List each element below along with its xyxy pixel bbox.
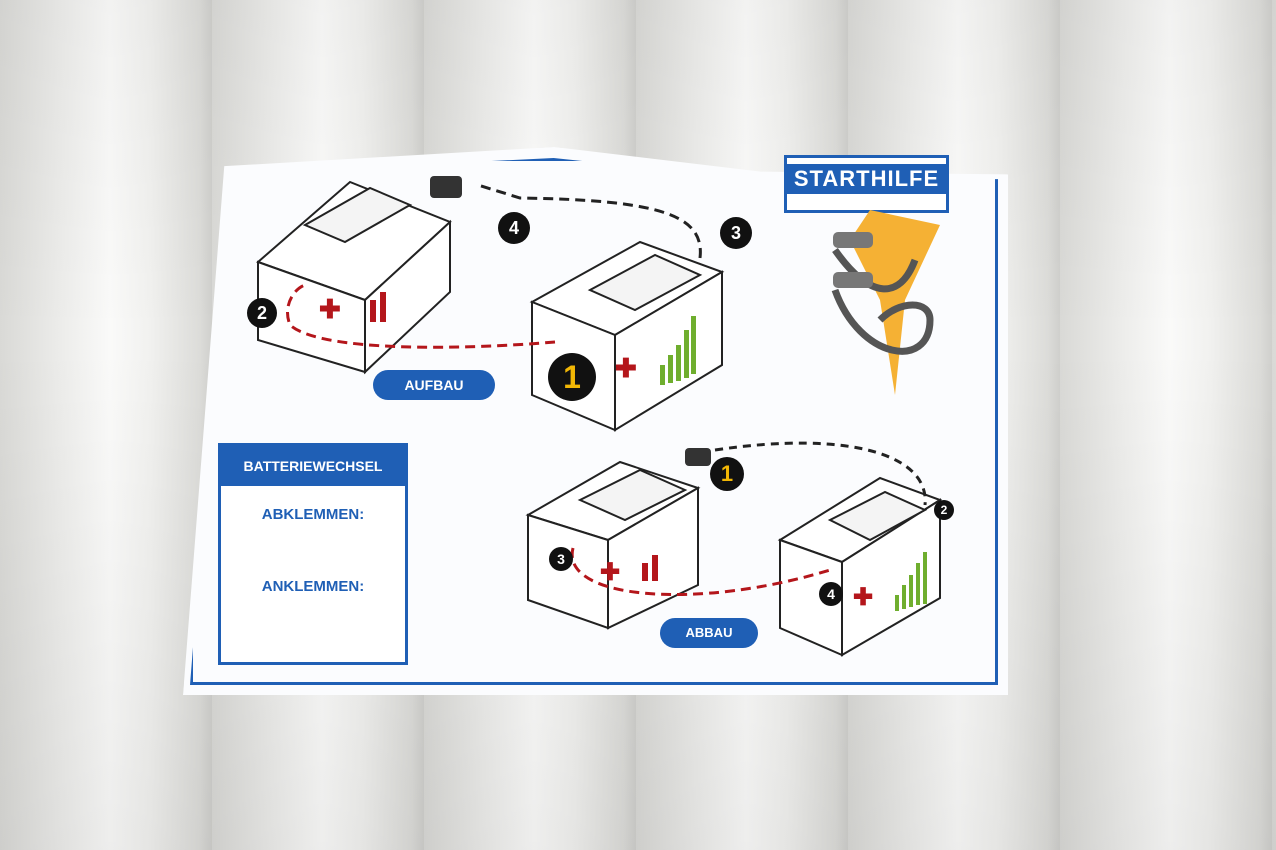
abbau-step-1: 1 (710, 457, 744, 491)
battery-change-box: BATTERIEWECHSEL ABKLEMMEN: ANKLEMMEN: (218, 443, 408, 665)
clamp-icon (833, 232, 873, 288)
jumper-cable-icon (831, 247, 934, 355)
step-badge-2: 2 (247, 298, 277, 328)
battery-icon (529, 240, 725, 432)
plus-icon: ✚ (600, 559, 620, 586)
battery-change-heading: BATTERIEWECHSEL (221, 446, 405, 486)
step-badge-3: 3 (720, 217, 752, 249)
charge-level-icon (895, 552, 927, 611)
plus-icon: ✚ (853, 584, 873, 611)
connect-label: ANKLEMMEN: (261, 578, 365, 595)
battery-icon (525, 460, 701, 630)
red-cable-aufbau (286, 283, 556, 349)
engine-icon (430, 176, 711, 466)
abbau-step-2: 2 (934, 500, 954, 520)
plus-icon: ✚ (319, 294, 341, 324)
lightning-icon (850, 210, 940, 395)
step-badge-4: 4 (498, 212, 530, 244)
aufbau-label: AUFBAU (373, 370, 495, 400)
black-cable-aufbau (477, 183, 702, 259)
abbau-step-3: 3 (549, 547, 573, 571)
plus-icon: ✚ (615, 353, 637, 383)
title-box: STARTHILFE (784, 155, 949, 213)
battery-icon (777, 476, 943, 657)
abbau-step-4: 4 (819, 582, 843, 606)
abbau-label: ABBAU (660, 618, 758, 648)
sticker-title: STARTHILFE (787, 164, 946, 194)
red-cable-abbau (570, 547, 831, 597)
black-cable-abbau (714, 441, 927, 506)
disconnect-label: ABKLEMMEN: (261, 506, 365, 523)
step-badge-1: 1 (548, 353, 596, 401)
charge-level-icon (660, 316, 696, 385)
